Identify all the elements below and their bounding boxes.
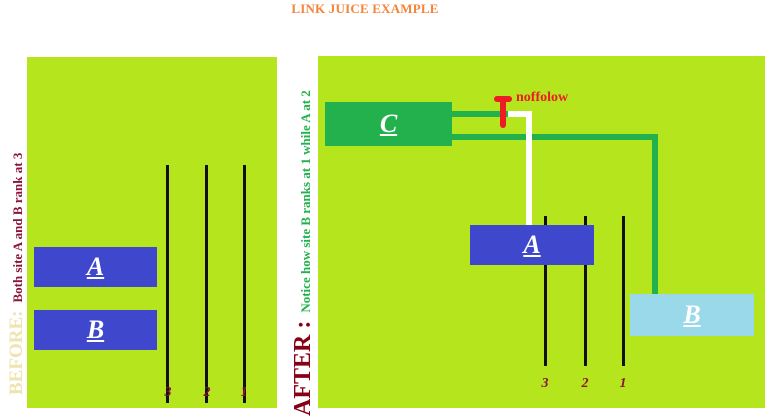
rank-line-1	[622, 216, 625, 366]
after-panel: noffolow C A B 3 2 1	[318, 56, 765, 408]
after-side-label: AFTER : Notice how site B ranks at 1 whi…	[290, 90, 317, 416]
site-a-before: A	[34, 247, 157, 287]
site-b-before: B	[34, 310, 157, 350]
rank-line-1	[243, 165, 246, 403]
before-caption: Both site A and B rank at 3	[10, 152, 25, 303]
tick-2: 2	[203, 385, 211, 400]
link-c-to-a-horizontal	[508, 111, 532, 117]
link-c-to-b-horizontal	[448, 134, 658, 140]
link-c-to-b-vertical	[652, 134, 658, 296]
site-b-after: B	[630, 294, 754, 336]
tick-1: 1	[619, 376, 627, 391]
nofollow-label: noffolow	[516, 90, 569, 105]
before-label: BEFORE:	[6, 310, 27, 395]
after-label: AFTER :	[290, 320, 316, 416]
diagram-title: LINK JUICE EXAMPLE	[291, 1, 439, 16]
nofollow-marker-stem	[500, 96, 506, 128]
after-caption: Notice how site B ranks at 1 while A at …	[298, 90, 313, 313]
site-a-after: A	[470, 225, 594, 265]
before-panel: A B 3 2 1	[27, 57, 277, 408]
link-c-to-a-green-stub	[448, 111, 518, 117]
rank-line-2	[205, 165, 208, 403]
rank-line-2	[584, 216, 587, 366]
rank-line-3	[166, 165, 169, 403]
tick-2: 2	[581, 376, 589, 391]
rank-line-3	[544, 216, 547, 366]
tick-3: 3	[541, 376, 549, 391]
before-side-label: BEFORE: Both site A and B rank at 3	[6, 153, 28, 395]
site-c-after: C	[325, 102, 452, 146]
link-c-to-a-vertical	[526, 111, 532, 227]
tick-1: 1	[240, 385, 248, 400]
tick-3: 3	[164, 385, 172, 400]
